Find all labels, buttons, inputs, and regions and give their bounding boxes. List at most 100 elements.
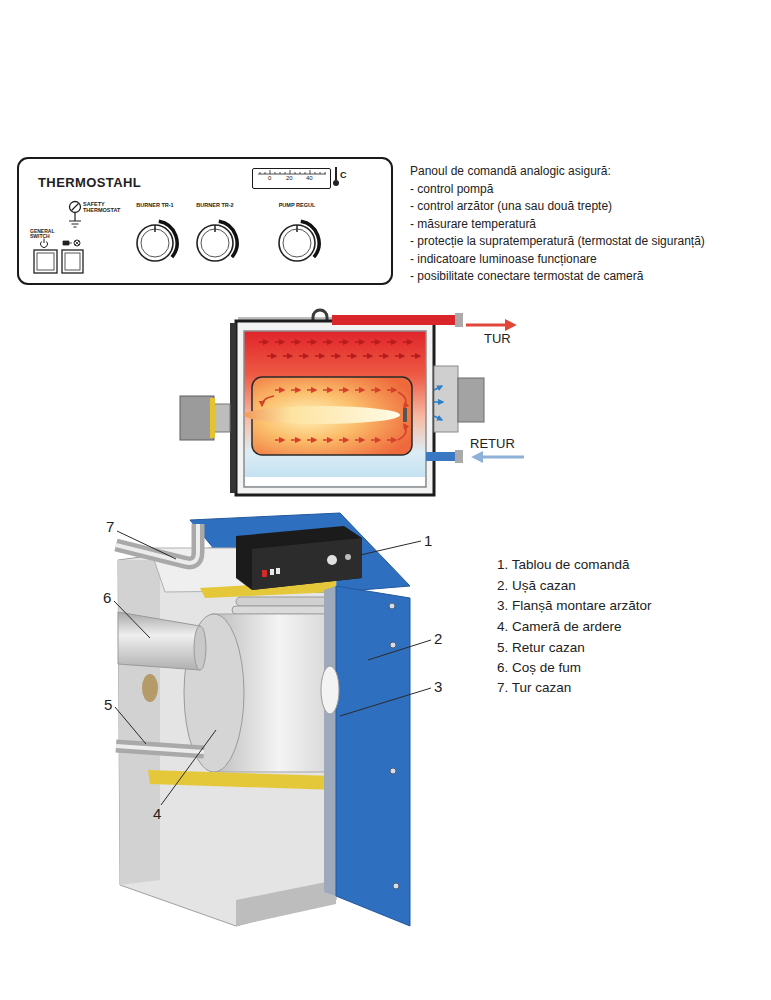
- part-name: 6. Coș de fum: [497, 661, 581, 675]
- water-jacket: [244, 331, 426, 487]
- screw-slot: [72, 204, 79, 211]
- unit-symbol: C: [340, 171, 347, 180]
- door-edge: [324, 586, 336, 896]
- door-screw: [390, 642, 396, 648]
- control-label: PUMP REGUL: [272, 203, 322, 209]
- control-box-face: [252, 538, 362, 590]
- flame: [244, 406, 400, 424]
- chimney-pipe-end: [194, 626, 206, 670]
- inner-tube: [232, 606, 332, 614]
- body-shading: [118, 560, 160, 885]
- door-screw: [390, 768, 396, 774]
- lamp-icon-cross: [75, 241, 79, 245]
- scale-number: 20: [286, 175, 293, 181]
- gas-flow-arrows: [268, 389, 396, 391]
- gas-return-arrow: [398, 424, 406, 440]
- knob-indicator: [214, 225, 216, 232]
- boiler-door: [336, 586, 410, 926]
- return-pipe-3d: [116, 746, 204, 752]
- power-icon: [41, 239, 48, 248]
- pipe-highlight: [116, 524, 198, 563]
- part-name: 7. Tur cazan: [497, 681, 571, 695]
- return-pipe: [426, 452, 458, 461]
- part-name: 2. Ușă cazan: [497, 579, 576, 593]
- temperature-scale: 0 20 40: [252, 168, 331, 189]
- scale-ticks: [258, 170, 326, 174]
- front-plate: [230, 323, 236, 493]
- flow-arrow: [466, 324, 512, 327]
- knob-range-arc: [301, 221, 319, 257]
- callout-number: 6: [103, 590, 111, 606]
- knob-indicator: [154, 225, 156, 232]
- switch-button: [34, 250, 57, 273]
- pump-icon: [63, 241, 72, 245]
- switch-mark: [276, 568, 280, 574]
- pipe-end: [455, 313, 463, 327]
- bottom-gap: [245, 477, 425, 486]
- flow-label: TUR: [484, 332, 511, 346]
- switch-button-inner: [65, 253, 80, 270]
- control-knob-3d: [327, 555, 337, 565]
- boiler-body: [118, 545, 336, 926]
- burner-flange-opening: [321, 666, 339, 714]
- scale-number: 40: [306, 175, 313, 181]
- burner-body: [180, 396, 214, 440]
- water-flow-arrows: [260, 355, 420, 357]
- control-label: BURNER TR-2: [190, 203, 240, 209]
- chimney-outlet: [458, 378, 484, 422]
- flue-arrow: [434, 386, 442, 390]
- flow-pipe: [332, 315, 458, 325]
- feature-heading: Panoul de comandă analogic asigură:: [410, 165, 611, 178]
- indicator-lamp: [262, 570, 267, 577]
- control-box: [236, 526, 362, 590]
- feature-item: - măsurare temperatură: [410, 218, 536, 231]
- pipe-highlight: [116, 746, 204, 752]
- feature-item: - protecție la supratemperatură (termost…: [410, 235, 705, 248]
- flow-label: RETUR: [470, 437, 515, 451]
- feature-item: - control pompă: [410, 183, 493, 196]
- flue-arrow: [434, 416, 442, 420]
- thermostat-screw: [70, 202, 81, 213]
- thermometer-bulb: [333, 180, 339, 186]
- control-knob-ring: [201, 229, 229, 257]
- part-name: 5. Retur cazan: [497, 641, 585, 655]
- callout-number: 4: [153, 806, 161, 822]
- control-knob-3d: [345, 554, 351, 560]
- leader-lines: [114, 531, 431, 805]
- water-flow-arrows: [252, 341, 412, 343]
- gas-flow-arrows: [268, 439, 396, 441]
- feature-item: - posibilitate conectare termostat de ca…: [410, 270, 643, 283]
- flue-box: [434, 366, 458, 432]
- control-label: BURNER TR-1: [130, 203, 180, 209]
- door-screw: [389, 603, 395, 609]
- burner-tube: [214, 404, 230, 432]
- callout-number: 1: [424, 533, 432, 549]
- control-knob-ring: [283, 229, 311, 257]
- feature-item: - control arzător (una sau două trepte): [410, 200, 612, 213]
- pipe-end: [455, 450, 463, 463]
- control-knob-ring: [141, 229, 169, 257]
- switch-button: [62, 250, 83, 273]
- control-label: GENERAL SWITCH: [30, 229, 58, 240]
- callout-number: 3: [434, 679, 442, 695]
- chimney-pipe: [118, 612, 200, 670]
- scale-number: 0: [268, 175, 271, 181]
- switch-mark: [270, 569, 274, 575]
- control-knob: [279, 225, 315, 261]
- boiler-base: [236, 880, 336, 926]
- sensor-well: [142, 674, 158, 702]
- control-panel: THERMOSTAHLSAFETY THERMOSTATBURNER TR-1B…: [17, 157, 393, 285]
- gas-return-arrow: [262, 396, 274, 406]
- callout-number: 5: [104, 697, 112, 713]
- part-name: 4. Cameră de ardere: [497, 620, 622, 634]
- knob-range-arc: [219, 221, 237, 257]
- gas-return-arrow: [398, 392, 406, 408]
- feature-item: - indicatoare luminoase funcționare: [410, 253, 597, 266]
- flue-arrow: [434, 401, 443, 403]
- chamber-end-mark: [403, 408, 407, 422]
- callout-number: 2: [434, 631, 442, 647]
- knob-indicator: [296, 225, 298, 232]
